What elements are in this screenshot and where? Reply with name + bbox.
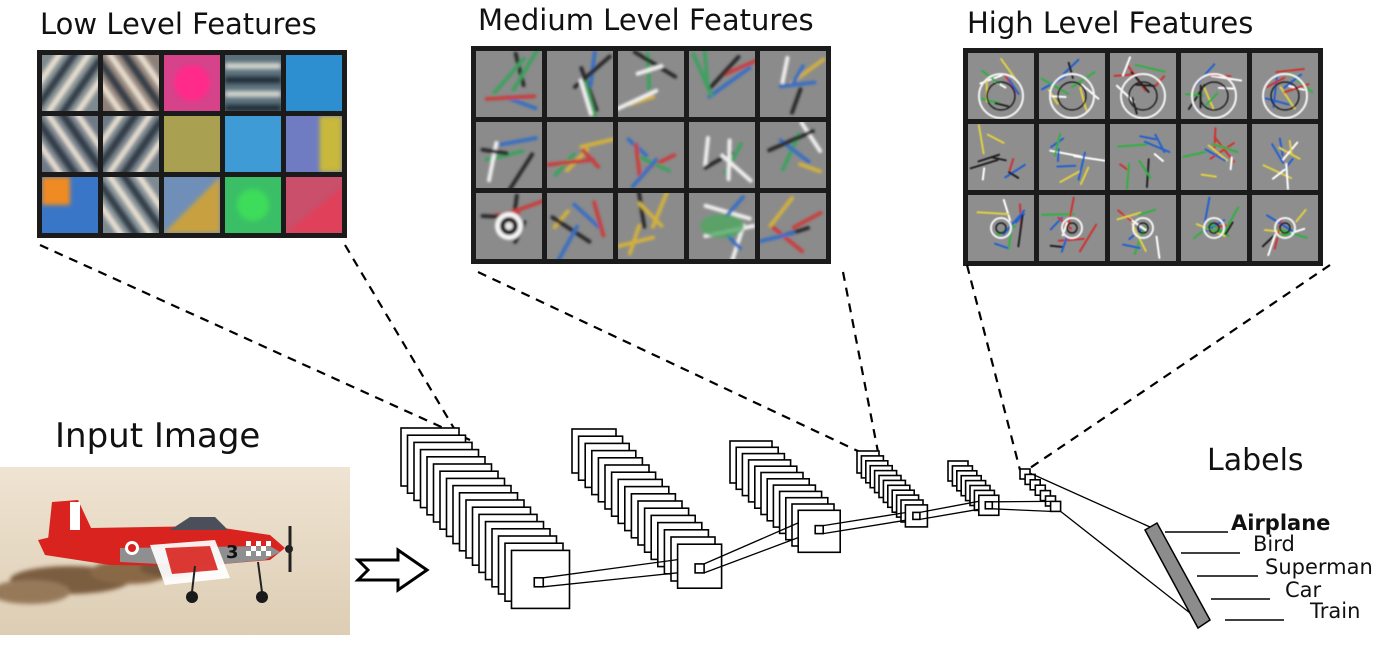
feature-cell [286,55,342,111]
feature-cell [286,116,342,172]
feature-cell [1181,124,1247,190]
feature-cell [42,55,98,111]
feature-cell [968,53,1034,119]
low-level-features-grid [37,50,347,238]
connection-line [703,522,799,565]
connection-line [919,508,979,521]
feature-cell [1252,53,1318,119]
receptive-field-box [912,511,921,521]
feature-cell [1181,53,1247,119]
projection-lines [39,243,1331,471]
feature-cell [1181,195,1247,261]
hollow-right-arrow-icon [354,547,430,593]
convolution-layer-stacks [400,427,1205,625]
feature-cell [164,116,220,172]
conv-layer-6-stack [1019,468,1062,513]
connection-line [703,536,799,574]
feature-cell [286,177,342,233]
connection-line [992,508,1051,513]
conv-layer-1-stack [400,427,571,610]
feature-cell [225,55,281,111]
class-label-car: Car [1285,578,1322,602]
receptive-field-box [814,524,825,535]
input-image: 3 [0,467,350,635]
plane-tail-number: 3 [226,542,239,563]
feature-cell [103,177,159,233]
conv-layer-5-stack [947,460,1000,517]
feature-cell [618,51,684,117]
connection-line [543,558,678,579]
conv-layer-2-stack [571,428,723,590]
feature-cell [164,177,220,233]
output-bar [1143,521,1211,630]
receptive-field-box [533,576,545,588]
feature-cell [1252,124,1318,190]
low-left-projection-line [39,243,471,442]
feature-cell [689,193,755,259]
high-right-projection-line [1029,264,1331,469]
high-left-projection-line [965,264,1022,471]
receptive-field-box [984,500,994,510]
class-label-train: Train [1309,599,1360,623]
output-connection-line [1060,510,1205,625]
feature-cell [476,193,542,259]
high-level-features-grid [963,48,1323,266]
feature-cell [1110,124,1176,190]
feature-cell [225,116,281,172]
conv-layer-4-stack [856,450,929,528]
feature-cell [1039,195,1105,261]
feature-cell [1039,124,1105,190]
high-level-features-title: High Level Features [967,6,1253,40]
class-label-bird: Bird [1253,532,1295,556]
feature-cell [164,55,220,111]
feature-cell [547,122,613,188]
feature-cell [760,51,826,117]
connection-line [919,500,979,514]
feature-cell [618,193,684,259]
feature-cell [760,193,826,259]
medium-level-features-title: Medium Level Features [478,3,814,37]
feature-cell [476,122,542,188]
feature-cell [1039,53,1105,119]
feature-cell [1110,195,1176,261]
feature-cell [103,116,159,172]
feature-cell [968,124,1034,190]
medium-right-projection-line [841,271,880,453]
class-label-airplane: Airplane [1231,511,1330,535]
feature-cell [760,122,826,188]
feature-cell [968,195,1034,261]
feature-cell [103,55,159,111]
feature-cell [547,51,613,117]
class-label-superman: Superman [1265,555,1373,579]
connection-line [823,519,906,535]
feature-cell [618,122,684,188]
low-level-features-title: Low Level Features [40,7,317,41]
feature-cell [1252,195,1318,261]
feature-cell [547,193,613,259]
feature-cell [225,177,281,233]
feature-map-slice [1049,500,1062,513]
feature-cell [42,116,98,172]
feature-cell [476,51,542,117]
feature-cell [42,177,98,233]
input-image-title: Input Image [55,416,260,456]
receptive-field-box [694,563,705,574]
labels-title: Labels [1207,443,1304,478]
output-connection-line [1030,472,1151,528]
medium-left-projection-line [477,271,861,453]
feature-cell [1110,53,1176,119]
connection-line [823,511,906,527]
feature-cell [689,51,755,117]
connection-line [543,572,678,588]
low-right-projection-line [344,244,456,431]
conv-layer-3-stack [729,440,842,554]
medium-level-features-grid [471,46,831,264]
feature-cell [689,122,755,188]
